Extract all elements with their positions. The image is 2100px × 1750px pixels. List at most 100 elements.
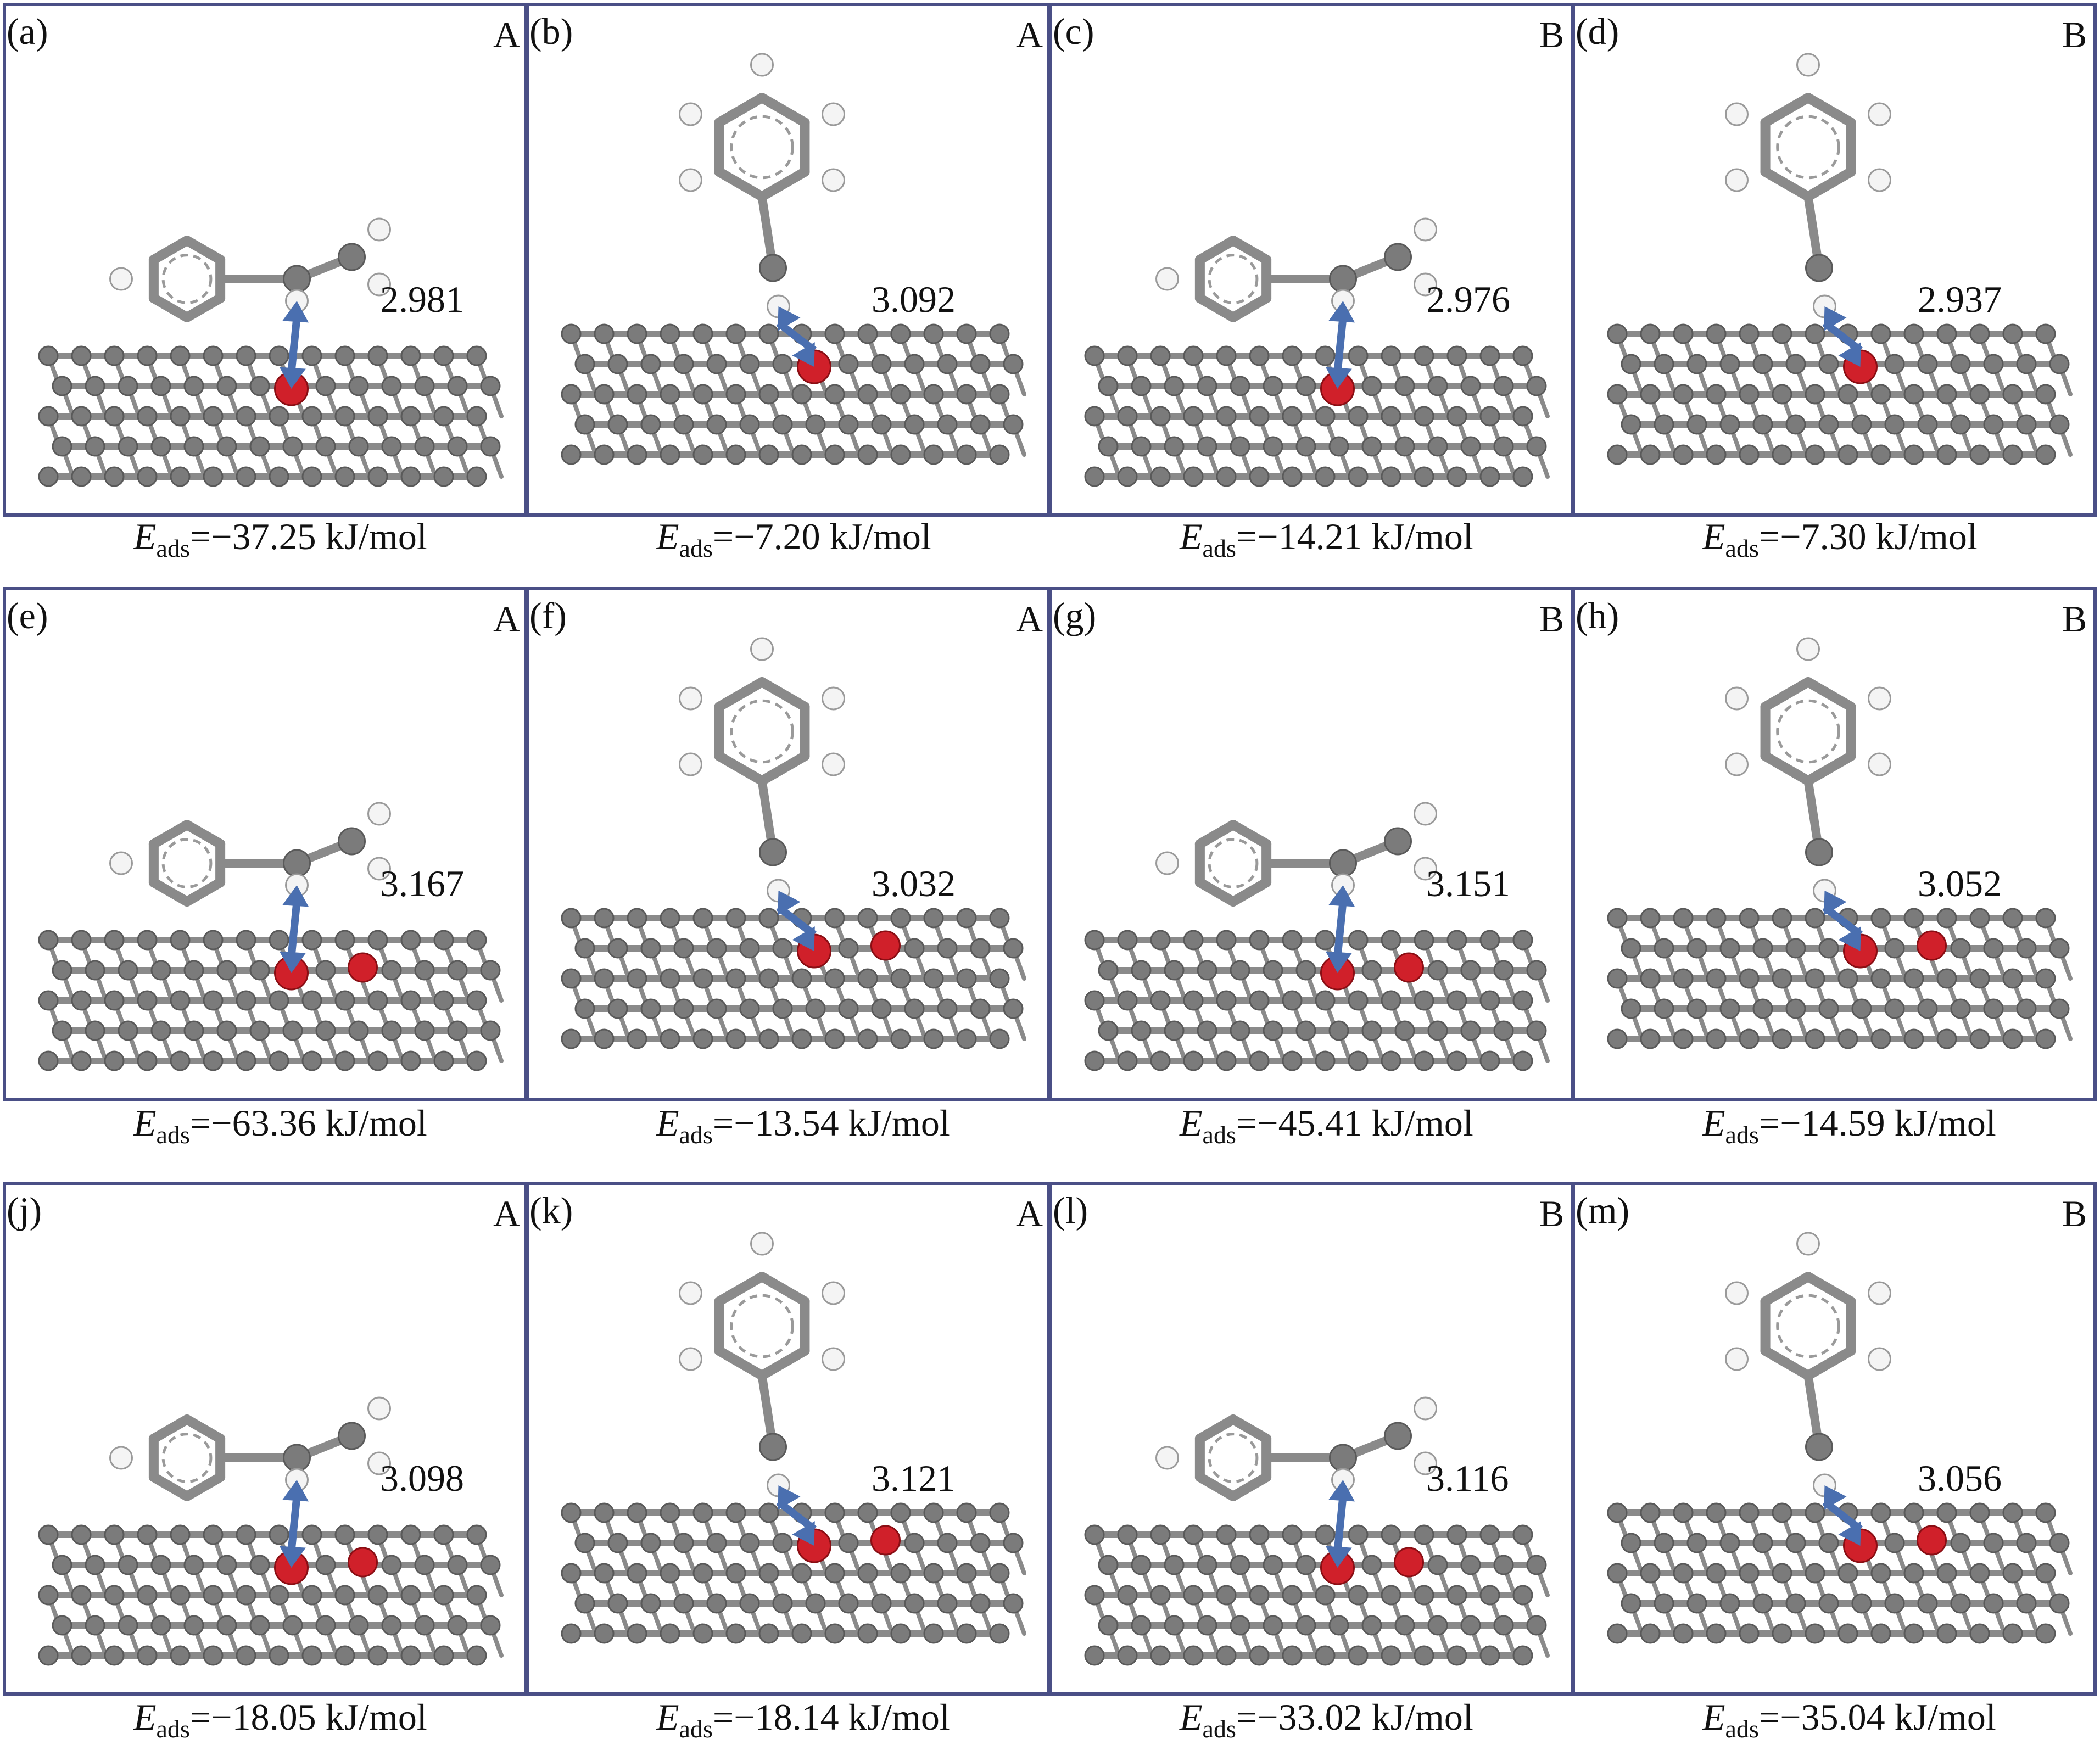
panel-label: (l) (1053, 1189, 1088, 1231)
adsorption-energy: Eads=−45.41 kJ/mol (1179, 1102, 1473, 1149)
carbon-atom (1950, 1533, 1971, 1553)
carbon-atom (433, 345, 454, 366)
carbon-atom (561, 1502, 582, 1523)
carbon-atom (283, 265, 311, 293)
carbon-atom (216, 376, 237, 396)
carbon-atom (1216, 1645, 1237, 1666)
carbon-atom (1263, 1020, 1283, 1041)
carbon-atom (1785, 938, 1806, 959)
bond (182, 877, 226, 907)
carbon-atom (1739, 323, 1760, 344)
carbon-atom (1460, 376, 1481, 396)
carbon-atom (937, 998, 958, 1019)
carbon-atom (1673, 1502, 1694, 1523)
carbon-atom (2016, 414, 2037, 435)
carbon-atom (1150, 406, 1171, 427)
carbon-atom (71, 345, 92, 366)
carbon-atom (1295, 1555, 1316, 1575)
carbon-atom (1512, 406, 1533, 427)
hydrogen-atom (1796, 1232, 1820, 1256)
carbon-atom (607, 938, 628, 959)
carbon-atom (466, 990, 487, 1011)
carbon-atom (1348, 1645, 1369, 1666)
carbon-atom (561, 1563, 582, 1584)
carbon-atom (1263, 1615, 1283, 1636)
carbon-atom (692, 444, 713, 465)
panel-label: (a) (7, 10, 48, 52)
eads-symbol: E (1179, 1696, 1203, 1738)
carbon-atom (890, 1563, 911, 1584)
carbon-atom (1446, 406, 1467, 427)
bond (757, 93, 810, 127)
eads-value: =−37.25 kJ/mol (190, 516, 427, 557)
carbon-atom (607, 354, 628, 374)
carbon-atom (367, 466, 388, 487)
distance-label: 2.981 (380, 278, 464, 320)
carbon-atom (338, 1422, 366, 1450)
carbon-atom (301, 466, 322, 487)
carbon-atom (1414, 466, 1434, 487)
carbon-atom (1739, 384, 1760, 405)
carbon-atom (1348, 1050, 1369, 1071)
carbon-atom (400, 1645, 421, 1666)
carbon-atom (236, 1585, 256, 1606)
carbon-atom (1295, 1020, 1316, 1041)
carbon-atom (1903, 444, 1924, 465)
carbon-atom (660, 968, 680, 989)
carbon-atom (1785, 354, 1806, 374)
carbon-atom (1348, 1585, 1369, 1606)
carbon-atom (301, 1524, 322, 1545)
carbon-atom (1851, 414, 1872, 435)
carbon-atom (71, 406, 92, 427)
carbon-atom (725, 1563, 746, 1584)
carbon-atom (118, 960, 138, 981)
panel-label: (c) (1053, 10, 1094, 52)
carbon-atom (1969, 1502, 1990, 1523)
carbon-atom (170, 406, 191, 427)
carbon-atom (824, 384, 845, 405)
carbon-atom (447, 436, 468, 457)
carbon-atom (956, 444, 977, 465)
panel-label: (b) (529, 10, 573, 52)
carbon-atom (838, 1533, 859, 1553)
carbon-atom (334, 1050, 355, 1071)
arrowhead (1328, 885, 1355, 907)
carbon-atom (890, 444, 911, 465)
carbon-atom (1621, 354, 1641, 374)
carbon-atom (1282, 1524, 1303, 1545)
carbon-atom (1686, 414, 1707, 435)
carbon-atom (38, 990, 59, 1011)
distance-arrow (1333, 1496, 1347, 1552)
carbon-atom (1381, 406, 1401, 427)
carbon-atom (1785, 1593, 1806, 1614)
arrowhead (1325, 1546, 1352, 1568)
carbon-atom (414, 1020, 435, 1041)
carbon-atom (137, 930, 158, 951)
carbon-atom (1936, 444, 1957, 465)
carbon-atom (1427, 960, 1448, 981)
carbon-atom (871, 998, 892, 1019)
carbon-atom (1315, 1645, 1336, 1666)
eads-value: =−18.05 kJ/mol (190, 1696, 427, 1738)
carbon-atom (640, 938, 661, 959)
carbon-atom (890, 384, 911, 405)
carbon-atom (52, 960, 72, 981)
carbon-atom (1654, 414, 1674, 435)
carbon-atom (381, 1020, 402, 1041)
panel-label: (f) (529, 595, 567, 636)
carbon-atom (2002, 323, 2023, 344)
carbon-atom (1098, 436, 1119, 457)
carbon-atom (739, 414, 760, 435)
carbon-atom (1282, 1050, 1303, 1071)
carbon-atom (1512, 1645, 1533, 1666)
carbon-atom (706, 1593, 727, 1614)
carbon-atom (1870, 323, 1891, 344)
carbon-atom (1446, 1050, 1467, 1071)
carbon-atom (203, 1524, 224, 1545)
carbon-atom (1183, 930, 1204, 951)
bond (1194, 236, 1238, 265)
carbon-atom (1870, 444, 1891, 465)
carbon-atom (1719, 1533, 1740, 1553)
carbon-atom (1805, 1563, 1825, 1584)
oxygen-atom (348, 1547, 378, 1578)
